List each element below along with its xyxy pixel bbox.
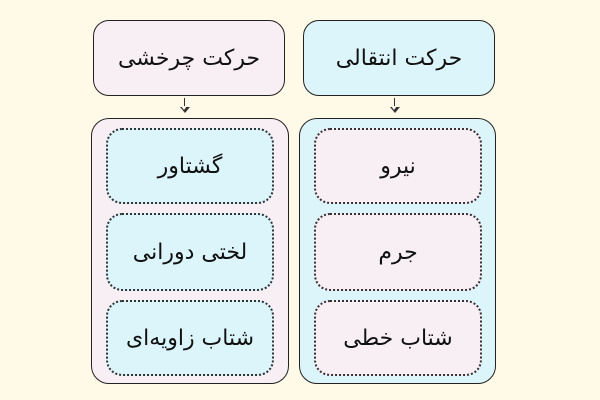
item-label: شتاب خطی — [343, 325, 453, 351]
item-label: گشتاور — [157, 153, 223, 179]
translational-item-force: نیرو — [314, 128, 482, 204]
rotational-motion-header: حرکت چرخشی — [93, 20, 285, 96]
translational-item-mass: جرم — [314, 213, 482, 291]
item-label: شتاب زاویه‌ای — [125, 325, 255, 351]
item-label: لختی دورانی — [132, 239, 248, 265]
translational-item-linear-acceleration: شتاب خطی — [314, 300, 482, 376]
arrow-down-icon — [390, 98, 400, 116]
arrow-down-icon — [180, 98, 190, 116]
item-label: جرم — [378, 239, 418, 265]
item-label: نیرو — [380, 153, 416, 179]
rotational-item-moment-of-inertia: لختی دورانی — [106, 213, 274, 291]
translational-motion-title: حرکت انتقالی — [335, 45, 463, 71]
rotational-motion-title: حرکت چرخشی — [117, 45, 261, 71]
rotational-item-torque: گشتاور — [106, 128, 274, 204]
translational-motion-header: حرکت انتقالی — [303, 20, 495, 96]
rotational-item-angular-acceleration: شتاب زاویه‌ای — [106, 300, 274, 376]
